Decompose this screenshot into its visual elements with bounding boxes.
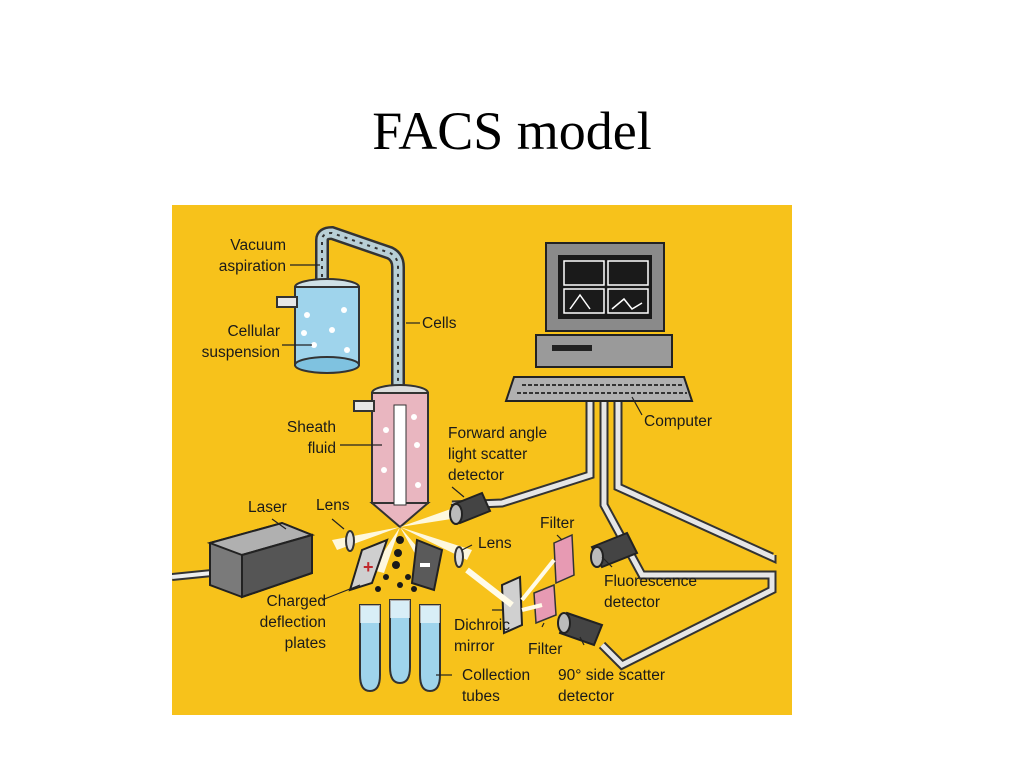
svg-text:+: + [363, 557, 374, 577]
label-filter-1: Filter [540, 515, 575, 532]
facs-illustration: + [172, 225, 777, 693]
lens-1 [345, 530, 355, 552]
suspension-beaker [276, 278, 360, 374]
label-computer: Computer [644, 413, 713, 430]
label-side-scatter: 90° side scatter detector [558, 667, 666, 705]
label-fluorescence-detector: Fluorescence detector [604, 573, 698, 611]
droplets [375, 536, 417, 592]
facs-diagram: + [172, 205, 792, 715]
laser-device [206, 521, 316, 599]
forward-scatter-detector [449, 491, 492, 525]
collection-tubes [359, 599, 441, 693]
deflection-plates: + [348, 538, 444, 592]
label-cells: Cells [422, 315, 457, 332]
filter-2 [533, 583, 557, 625]
slide-title: FACS model [372, 101, 652, 161]
label-dichroic-mirror: Dichroic mirror [454, 617, 510, 655]
label-lens-2: Lens [478, 535, 512, 552]
label-forward-scatter: Forward angle light scatter detector [448, 425, 548, 484]
label-collection-tubes: Collection tubes [462, 667, 531, 705]
label-cellular-suspension: Cellular suspension [201, 323, 280, 361]
label-laser: Laser [248, 499, 287, 516]
label-charged-plates: Charged deflection plates [259, 593, 326, 652]
label-filter-2: Filter [528, 641, 563, 658]
computer [504, 242, 694, 402]
label-sheath-fluid: Sheath fluid [286, 419, 336, 457]
lens-2 [454, 546, 464, 568]
filter-1 [553, 533, 575, 585]
leader-lines [271, 264, 643, 676]
flow-chamber [353, 384, 431, 529]
side-scatter-detector [557, 611, 604, 647]
label-vacuum-aspiration: Vacuum aspiration [218, 237, 286, 275]
label-lens-1: Lens [316, 497, 350, 514]
